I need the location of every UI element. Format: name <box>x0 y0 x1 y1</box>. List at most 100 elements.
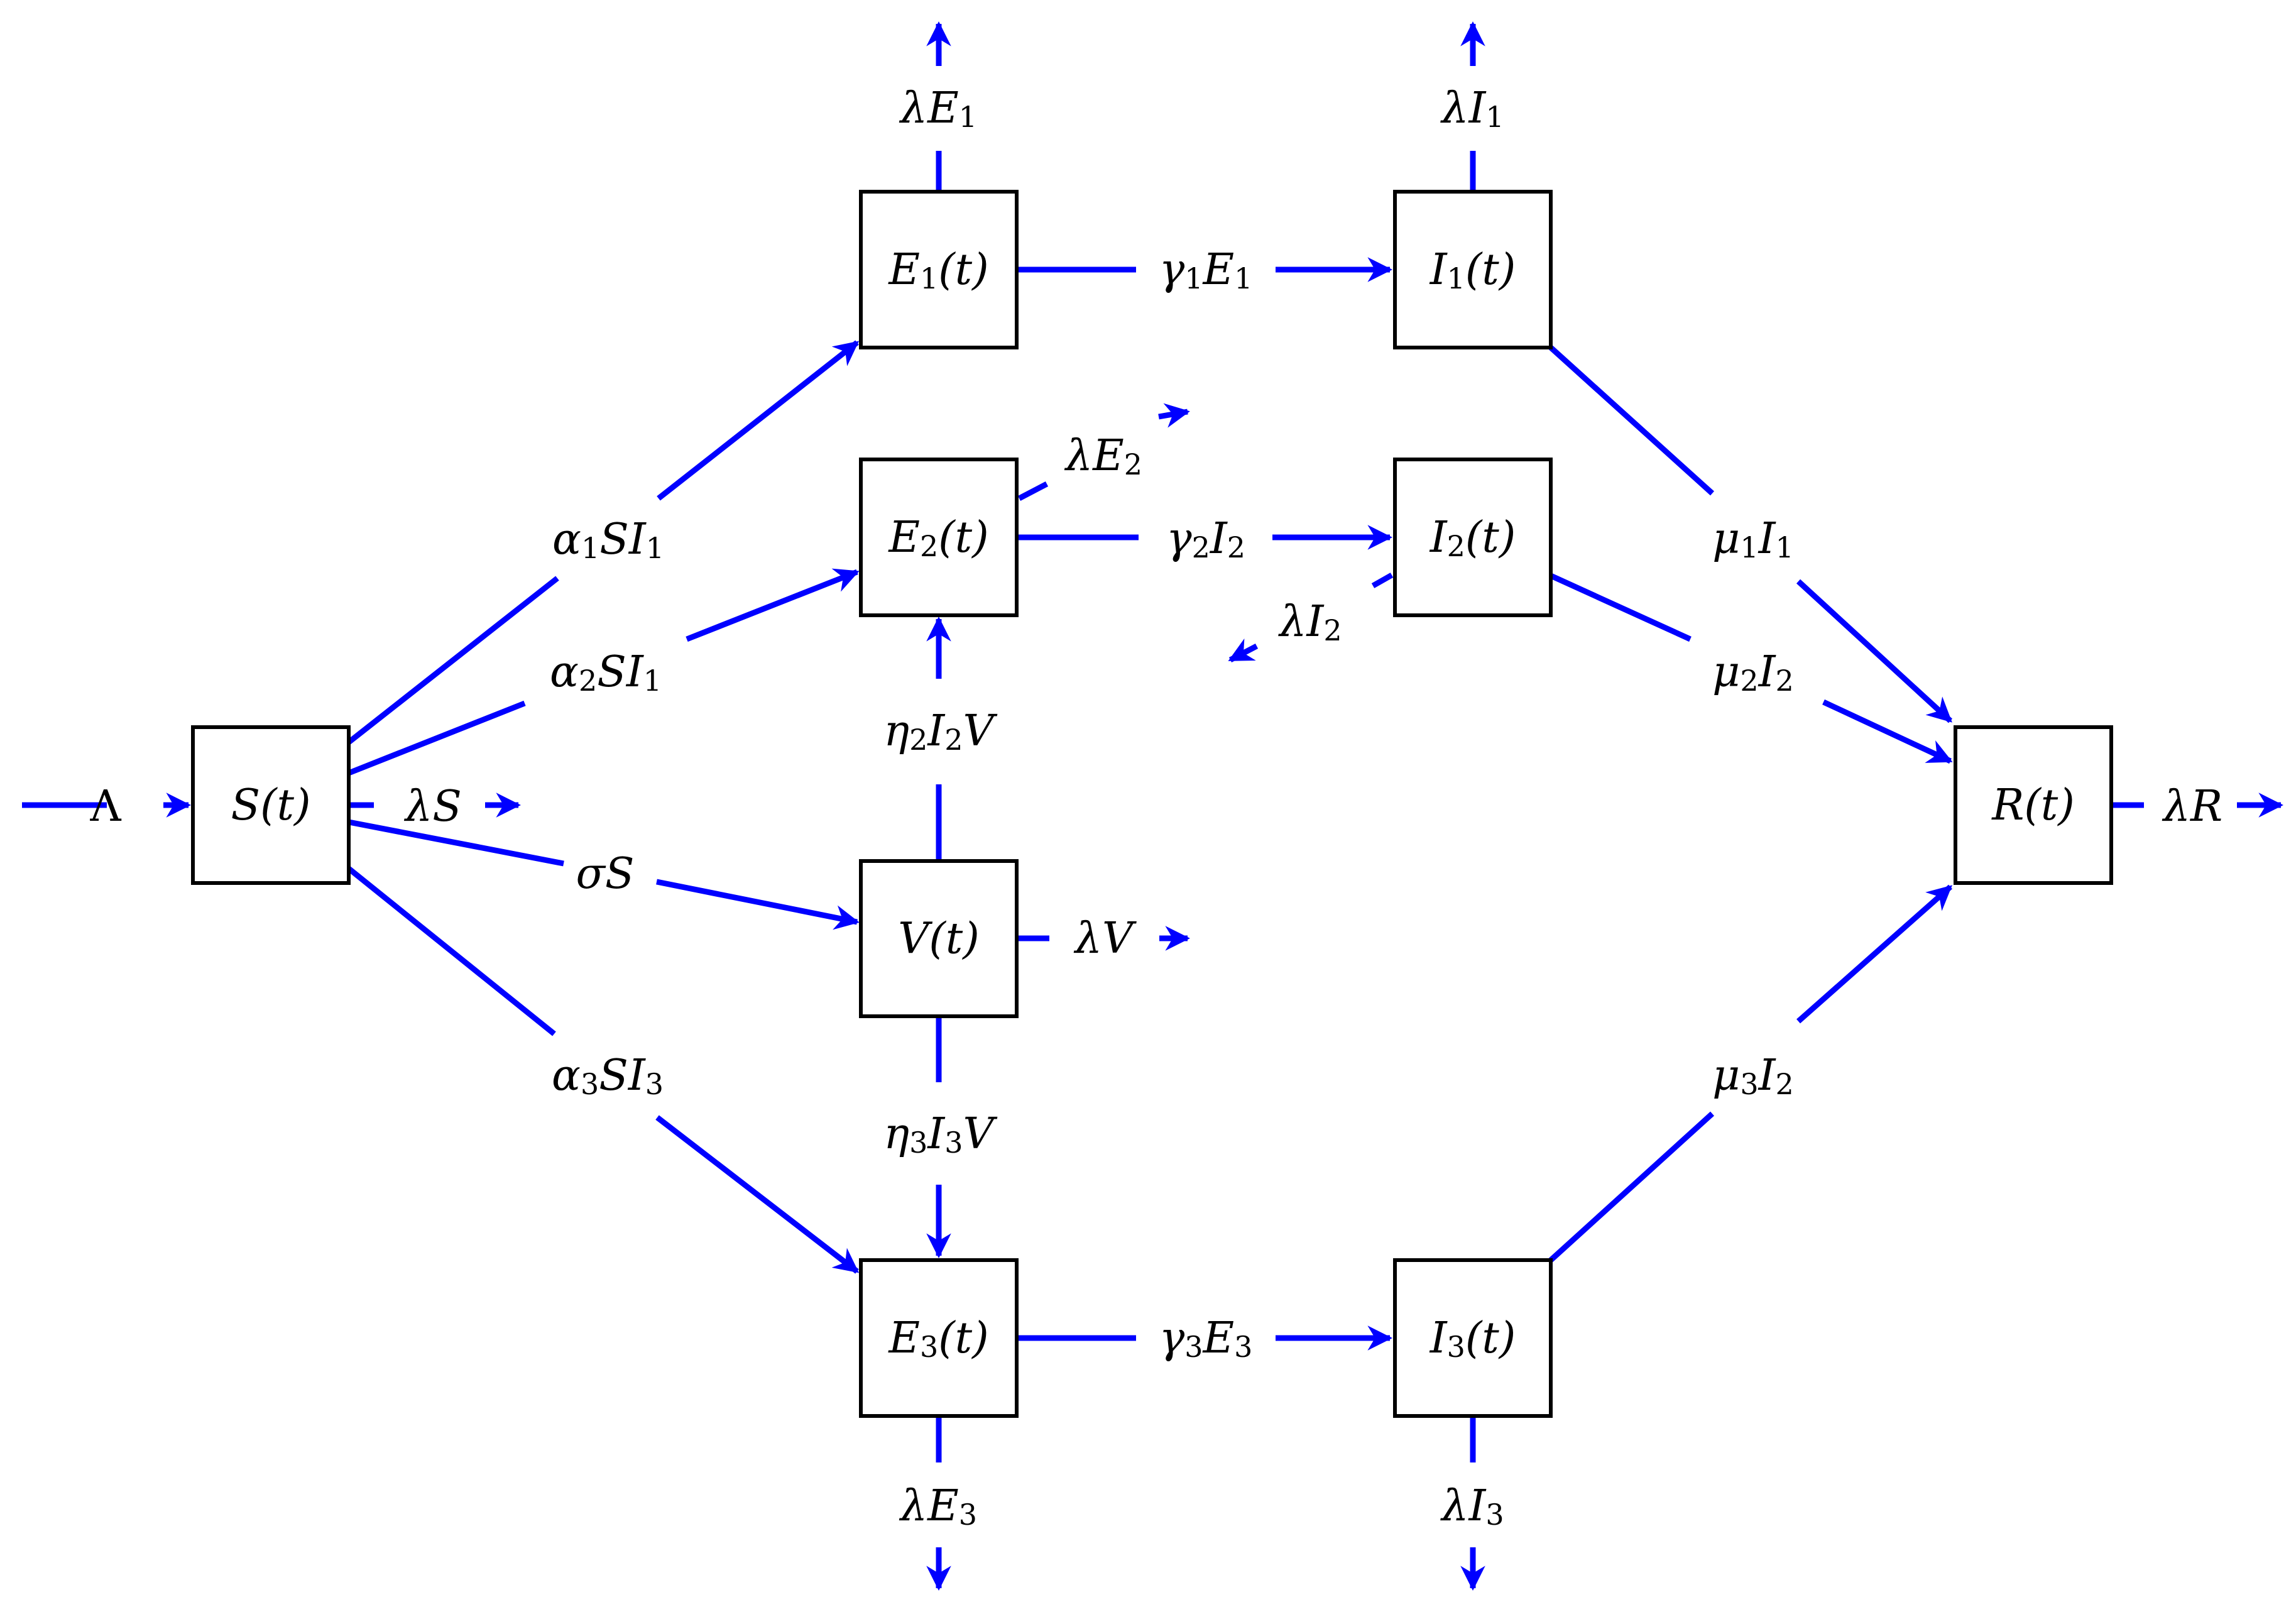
flow-arrow-mu3I2 <box>1548 884 1952 1263</box>
flow-segment <box>655 1115 860 1274</box>
flow-label-gamma2I2: γ2I2 <box>1166 514 1245 565</box>
flow-arrow-alpha2SI1 <box>347 568 860 776</box>
label-subscript: 2 <box>1192 530 1210 564</box>
label-symbol: μ <box>1712 647 1740 697</box>
label-subscript: 2 <box>579 664 597 698</box>
flow-segment <box>1017 481 1049 501</box>
compartment-arg: (t) <box>1465 1314 1516 1363</box>
compartment-box <box>1393 190 1553 349</box>
flow-segment <box>657 340 860 501</box>
compartment-boxes: S(t)E1(t)E2(t)V(t)E3(t)I1(t)I2(t)I3(t)R(… <box>191 190 2113 1418</box>
compartment-box <box>1954 725 2113 885</box>
compartment-arg: (t) <box>938 1314 988 1363</box>
compartment-V: V(t) <box>859 859 1019 1018</box>
label-subscript: 3 <box>959 1498 977 1532</box>
label-symbol: γ <box>1159 245 1185 295</box>
flow-label-Lambda: Λ <box>89 782 121 831</box>
compartment-label-V: V(t) <box>898 914 980 963</box>
flow-segment <box>686 568 860 642</box>
flow-label-alpha2SI1: α2SI1 <box>550 647 662 698</box>
compartment-label-R: R(t) <box>1991 781 2075 830</box>
compartment-label-E2: E2(t) <box>887 513 988 564</box>
flow-label-lambdaV: λV <box>1073 914 1137 963</box>
label-symbol: λV <box>1073 914 1137 963</box>
label-symbol: SI <box>599 1051 646 1100</box>
label-subscript: 2 <box>1227 530 1245 564</box>
label-symbol: η <box>883 706 909 756</box>
flow-arrow-mu2I2 <box>1550 573 1953 764</box>
label-subscript: 1 <box>646 531 664 565</box>
compartment-symbol: S <box>231 781 261 830</box>
label-subscript: 3 <box>1740 1067 1758 1101</box>
label-subscript: 3 <box>1485 1498 1504 1532</box>
label-symbol: V <box>963 706 998 756</box>
compartment-box <box>859 190 1019 349</box>
label-symbol: E <box>1202 245 1235 295</box>
flow-arrows <box>22 21 2283 1591</box>
compartment-symbol: E <box>887 1314 920 1363</box>
flow-label-eta2I2V: η2I2V <box>883 706 997 757</box>
flow-arrow-sigmaS <box>348 819 860 930</box>
compartment-box <box>859 1258 1019 1418</box>
label-symbol: σS <box>576 849 634 899</box>
flow-label-alpha1SI1: α1SI1 <box>552 515 664 566</box>
compartment-label-E1: E1(t) <box>887 245 988 296</box>
label-subscript: 2 <box>909 723 927 757</box>
compartment-symbol: I <box>1429 245 1448 295</box>
label-symbol: α <box>552 1051 581 1100</box>
label-subscript: 1 <box>1485 100 1504 134</box>
compartment-index: 3 <box>1447 1330 1465 1364</box>
flow-label-lambdaI1: λI1 <box>1440 84 1504 134</box>
label-symbol: α <box>550 647 579 697</box>
compartment-index: 1 <box>920 261 938 295</box>
label-symbol: I <box>926 706 945 756</box>
flow-segment <box>1822 699 1953 764</box>
compartment-I1: I1(t) <box>1393 190 1553 349</box>
label-subscript: 1 <box>643 664 662 698</box>
label-symbol: μ <box>1712 1051 1740 1100</box>
label-subscript: 3 <box>909 1126 927 1160</box>
label-subscript: 1 <box>959 100 977 134</box>
compartment-box <box>859 458 1019 617</box>
flow-segment <box>1550 573 1692 642</box>
label-symbol: λE <box>899 1481 959 1531</box>
compartment-box <box>191 725 351 885</box>
label-symbol: I <box>1758 647 1776 697</box>
label-subscript: 2 <box>1776 1067 1794 1101</box>
flow-segment <box>1796 579 1953 723</box>
compartment-index: 1 <box>1447 261 1465 295</box>
compartment-label-E3: E3(t) <box>887 1314 988 1364</box>
label-symbol: Λ <box>89 782 121 831</box>
label-symbol: η <box>883 1109 909 1159</box>
label-subscript: 1 <box>581 531 599 565</box>
label-subscript: 2 <box>1740 664 1758 698</box>
flow-segment <box>1548 1111 1715 1263</box>
label-subscript: 2 <box>1776 664 1794 698</box>
compartment-box <box>1393 1258 1553 1418</box>
compartment-arg: (t) <box>1465 245 1516 295</box>
label-symbol: V <box>963 1109 998 1159</box>
flow-segment <box>656 879 860 930</box>
compartment-index: 2 <box>920 529 938 563</box>
label-subscript: 2 <box>944 723 963 757</box>
label-symbol: γ <box>1159 1314 1185 1363</box>
flow-segment <box>1796 884 1952 1024</box>
label-subscript: 2 <box>1124 447 1142 481</box>
compartment-symbol: V <box>898 914 932 963</box>
compartment-arg: (t) <box>260 781 310 830</box>
flow-label-lambdaS: λS <box>403 782 462 831</box>
label-subscript: 1 <box>1184 261 1203 295</box>
compartment-index: 2 <box>1447 529 1465 563</box>
label-symbol: λE <box>899 84 959 133</box>
compartment-index: 3 <box>920 1330 938 1364</box>
label-symbol: λR <box>2162 782 2222 831</box>
flow-label-lambdaI2: λI2 <box>1277 597 1342 648</box>
flow-label-lambdaI3: λI3 <box>1440 1481 1504 1532</box>
label-subscript: 3 <box>944 1126 963 1160</box>
flow-arrow-alpha1SI1 <box>347 340 860 745</box>
compartment-arg: (t) <box>2024 781 2074 830</box>
flow-label-alpha3SI3: α3SI3 <box>552 1051 664 1102</box>
label-subscript: 3 <box>1184 1330 1203 1364</box>
flow-arrow-lambdaE2 <box>1017 403 1190 501</box>
label-symbol: λI <box>1277 597 1324 647</box>
